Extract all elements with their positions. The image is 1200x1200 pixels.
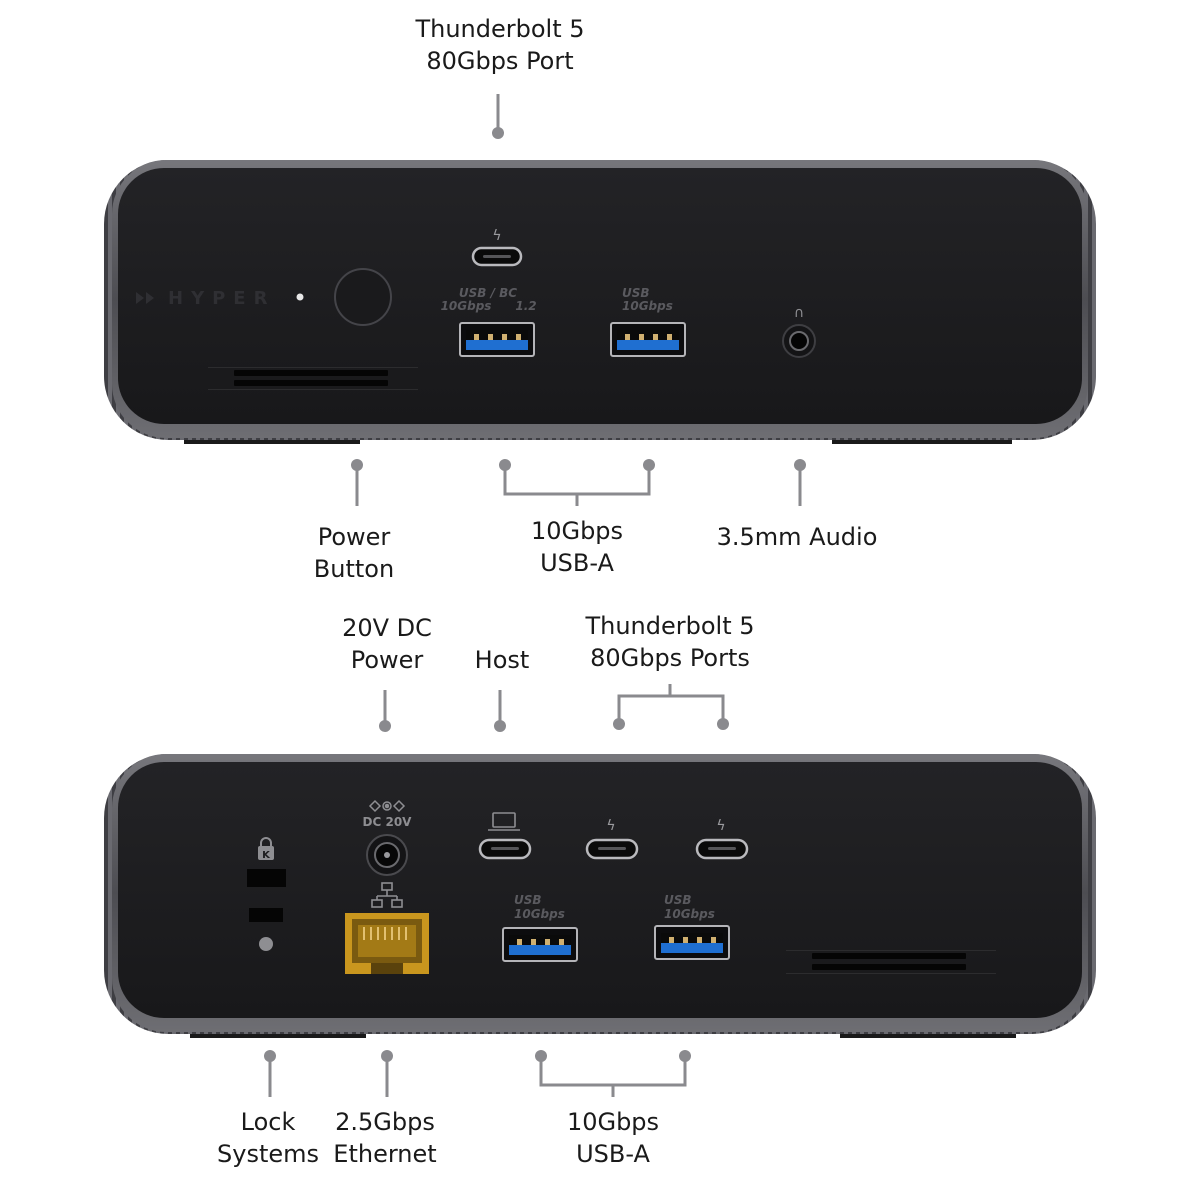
svg-text:10Gbps: 10Gbps [664,907,715,921]
svg-text:USB / BC: USB / BC [459,286,517,300]
front-usb-a-port-2[interactable] [610,322,686,357]
label-thunderbolt-front-line2: 80Gbps Port [426,47,574,75]
label-front-usb-a: 10Gbps USB-A [507,515,647,579]
network-icon [371,882,403,908]
rear-usb-a-port-2[interactable] [654,925,730,960]
front-thunderbolt-tongue [483,255,511,258]
rear-bottom-leaders [264,1050,691,1097]
thunderbolt-icon-2: ϟ [716,818,725,834]
svg-text:USB: USB [514,893,542,907]
thunderbolt-icon-1: ϟ [606,818,615,834]
label-host-line1: Host [474,646,530,674]
host-port-tongue [491,847,519,850]
svg-text:1.2: 1.2 [515,299,536,313]
label-ethernet: 2.5Gbps Ethernet [320,1106,450,1170]
label-audio-line1: 3.5mm Audio [716,523,878,551]
audio-jack[interactable] [782,324,816,358]
rear-face [118,762,1082,1018]
svg-text:10Gbps: 10Gbps [622,299,673,313]
label-audio: 3.5mm Audio [697,521,897,553]
label-dc-power: 20V DC Power [317,612,457,676]
rear-tb2-tongue [708,847,736,850]
front-usb2-marking: USB 10Gbps [622,286,673,313]
front-leaders [351,94,806,506]
power-button[interactable] [334,268,392,326]
brand-logo: HYPER [168,288,275,309]
svg-text:10Gbps: 10Gbps [514,907,565,921]
label-thunderbolt-rear-line1: Thunderbolt 5 [585,612,755,640]
label-ethernet-line1: 2.5Gbps [335,1108,435,1136]
svg-text:USB: USB [622,286,650,300]
dc-polarity-icon [368,799,406,813]
lock-icon: K [258,837,274,861]
label-rear-usb-a: 10Gbps USB-A [543,1106,683,1170]
headphone-icon: ∩ [794,305,804,321]
rear-vent [786,950,996,974]
label-front-usb-a-line1: 10Gbps [530,517,624,545]
label-dc-power-line1: 20V DC [342,614,432,642]
label-thunderbolt-front: Thunderbolt 5 80Gbps Port [400,13,600,77]
front-vent [208,367,418,390]
label-lock-line1: Lock [240,1108,296,1136]
label-power-button-line2: Button [313,555,395,583]
rear-tb1-tongue [598,847,626,850]
lock-slot-2[interactable] [249,908,283,922]
label-host: Host [452,644,552,676]
label-rear-usb-a-line2: USB-A [576,1140,650,1168]
rear-usb-a-port-1[interactable] [502,927,578,962]
label-dc-power-line2: Power [350,646,424,674]
label-thunderbolt-rear-line2: 80Gbps Ports [590,644,750,672]
label-power-button-line1: Power [317,523,391,551]
label-thunderbolt-rear: Thunderbolt 5 80Gbps Ports [570,610,770,674]
front-face [118,168,1082,424]
svg-text:K: K [262,850,271,861]
brand-arrow-icon [136,292,154,304]
laptop-icon [488,812,520,831]
status-led [296,293,304,301]
thunderbolt-icon: ϟ [492,228,501,244]
svg-text:USB: USB [664,893,692,907]
label-ethernet-line2: Ethernet [333,1140,437,1168]
rear-top-leaders [379,684,729,732]
rear-view: K DC 20V [104,754,1096,1038]
svg-text:10Gbps: 10Gbps [441,299,492,313]
label-power-button: Power Button [284,521,424,585]
ethernet-port[interactable] [345,913,429,974]
lock-slot-1[interactable] [247,869,286,887]
dc-label: DC 20V [363,815,413,829]
label-thunderbolt-front-line1: Thunderbolt 5 [415,15,585,43]
dc-power-jack[interactable] [366,834,408,876]
nano-lock-icon [259,937,273,951]
label-lock: Lock Systems [208,1106,328,1170]
front-view: HYPER ϟ USB / BC 10Gbps 1.2 [104,160,1096,444]
label-front-usb-a-line2: USB-A [540,549,614,577]
rear-usb1-marking: USB 10Gbps [514,893,565,921]
front-usb-bc-marking: USB / BC 10Gbps 1.2 [441,286,537,313]
label-lock-line2: Systems [217,1140,319,1168]
front-usb-a-port-1[interactable] [459,322,535,357]
label-rear-usb-a-line1: 10Gbps [566,1108,660,1136]
rear-usb2-marking: USB 10Gbps [664,893,715,921]
